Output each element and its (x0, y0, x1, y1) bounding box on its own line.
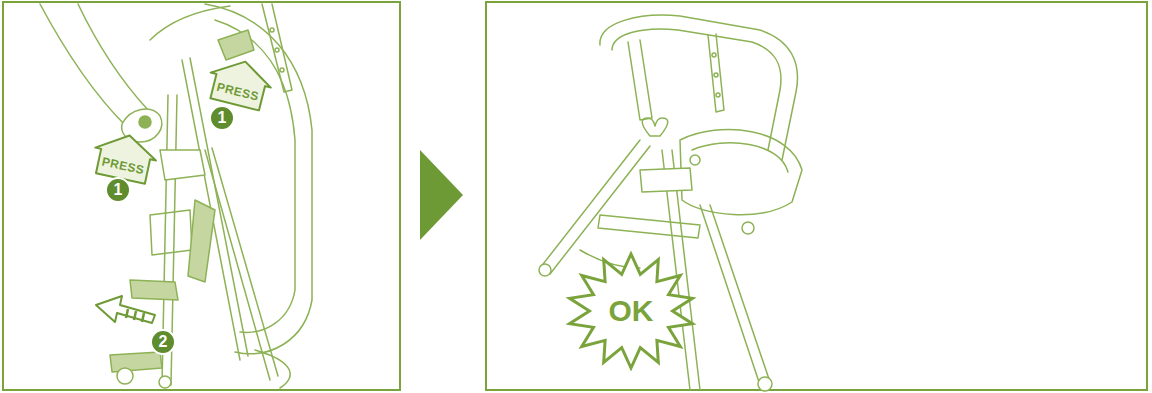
height-bar (262, 4, 292, 92)
footrest (130, 280, 178, 300)
slide-arrow-stripe (134, 311, 136, 320)
pivot (742, 222, 754, 234)
callout-number: 2 (150, 329, 176, 355)
tray-arm (628, 40, 652, 120)
callout-digit: 1 (114, 182, 123, 198)
height-bar (708, 34, 724, 112)
seat-cushion (680, 130, 802, 215)
slide-arrow-stripe (142, 313, 144, 322)
bar-hole (714, 73, 718, 77)
backrest (612, 29, 781, 150)
step-arrow (420, 150, 463, 240)
backrest (600, 15, 798, 160)
base-curve (255, 350, 290, 388)
callout-number: 1 (209, 105, 235, 131)
backrest (150, 6, 230, 40)
front-leg (540, 140, 640, 268)
hinge (160, 150, 205, 180)
front-leg (550, 146, 650, 274)
heart-emblem (642, 118, 668, 136)
wheel (117, 368, 133, 384)
callout-number: 1 (105, 177, 131, 203)
pedal (110, 352, 162, 372)
leg-tube (205, 150, 270, 380)
rear-leg (700, 205, 760, 385)
arm-outline (78, 4, 148, 110)
pivot (690, 155, 700, 165)
bar-hole (280, 68, 284, 72)
release-button (139, 116, 151, 128)
callout-digit: 1 (218, 110, 227, 126)
press-arrow-outline (205, 54, 276, 112)
rear-leg (710, 205, 770, 382)
seat-cushion (692, 143, 788, 172)
bar-hole (270, 28, 274, 32)
wheel (758, 377, 772, 391)
lever (188, 200, 215, 282)
bar-hole (275, 48, 279, 52)
callout-digit: 2 (159, 334, 168, 350)
panel-frame (486, 2, 1147, 390)
leg-tube (212, 148, 278, 376)
wheel (159, 376, 171, 388)
bar-hole (716, 93, 720, 97)
lever (218, 30, 254, 60)
wheel (539, 264, 551, 276)
open-chair (539, 15, 802, 391)
hinge (640, 168, 692, 192)
panel-frame (3, 2, 400, 390)
starburst-outline (570, 254, 693, 368)
bar-hole (712, 53, 716, 57)
ok-label: OK (609, 296, 654, 326)
footrest (598, 215, 700, 238)
slide-arrow-outline (96, 296, 155, 323)
slide-arrow-stripe (126, 309, 128, 318)
hinge (150, 210, 192, 255)
press-arrow: PRESS (202, 53, 277, 114)
press-arrow-outline (90, 129, 160, 185)
folded-chair (40, 4, 312, 388)
slide-arrow (96, 296, 155, 323)
ok-starburst: OK (566, 252, 696, 370)
